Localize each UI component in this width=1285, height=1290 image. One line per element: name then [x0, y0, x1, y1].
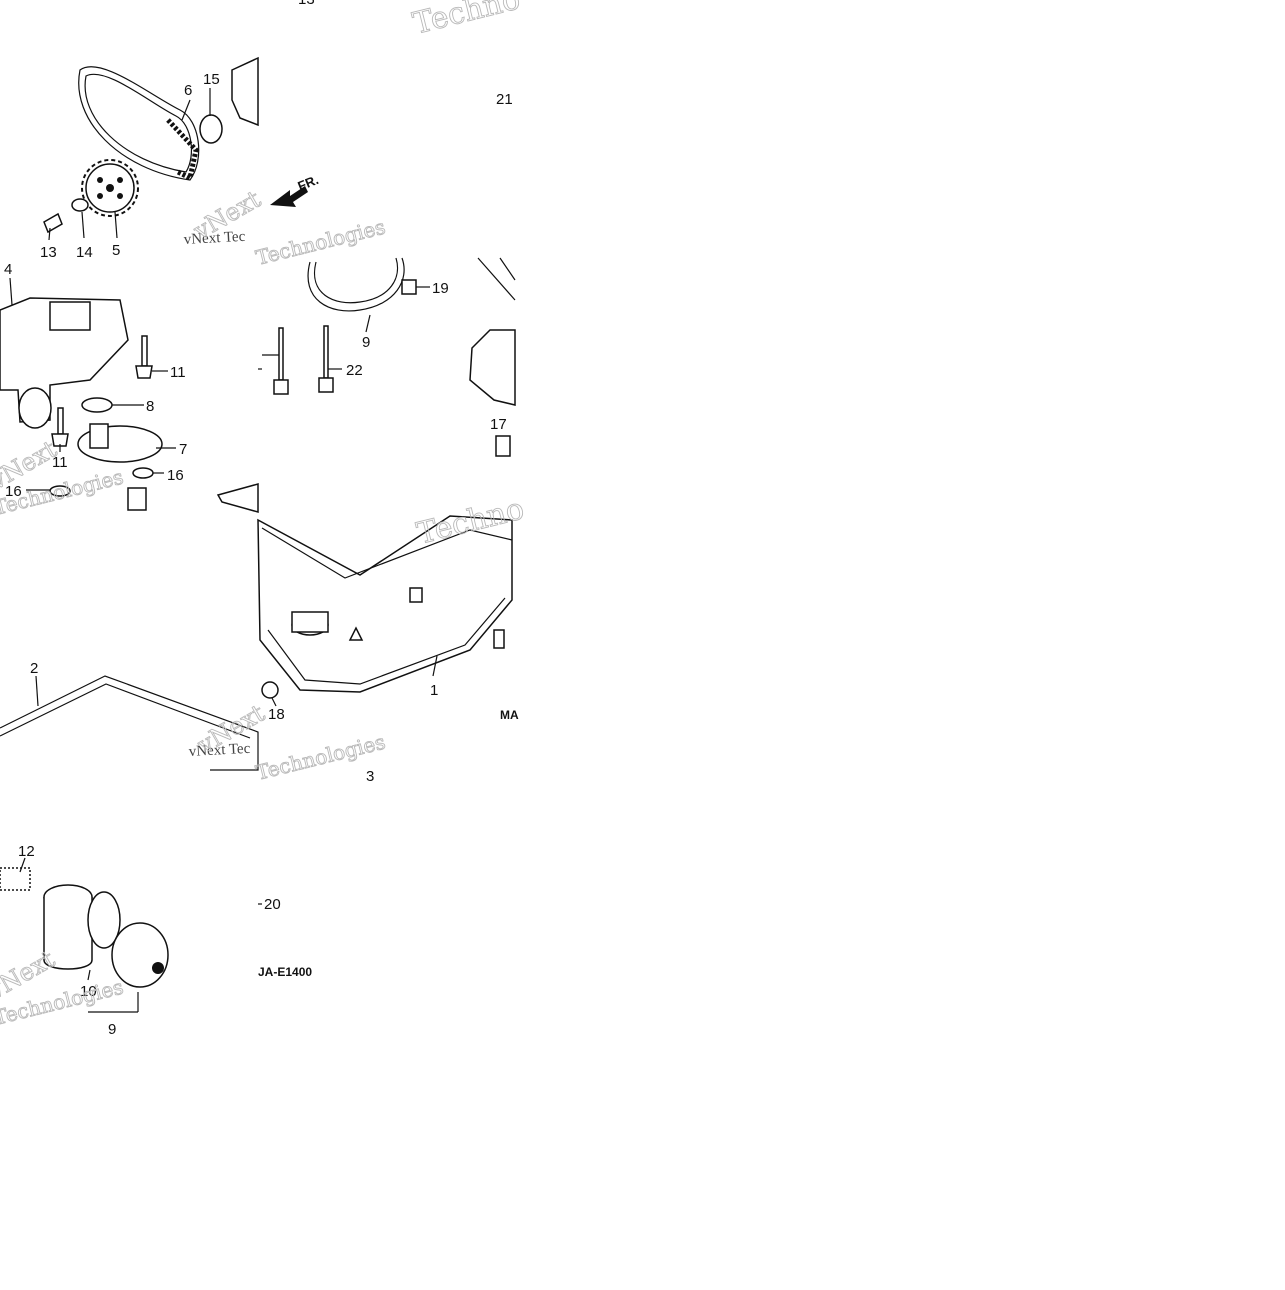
callout-8: 8	[146, 398, 154, 415]
callout-21: 21	[496, 91, 513, 108]
oil-pan-gasket-group	[0, 675, 259, 771]
callout-15: 15	[203, 71, 220, 88]
oil-pan-group	[216, 483, 513, 707]
callout-4: 4	[4, 261, 12, 278]
bolt-and-gasket-group	[262, 257, 516, 457]
callout-9-filter: 9	[108, 1021, 116, 1038]
callout-16-left: 16	[5, 483, 22, 500]
oil-filter-group	[0, 857, 169, 1013]
oil-pump-group	[0, 277, 176, 511]
diagram-code-b: MA	[500, 708, 519, 722]
callout-22: 22	[346, 362, 363, 379]
watermark-techno-top: Techno	[409, 0, 523, 42]
callout-5: 5	[112, 242, 120, 259]
callout-2: 2	[30, 660, 38, 677]
callout-labels: 13 6 15 21 13 14 5 4 11 8 7 11 16 16 19 …	[4, 0, 513, 1038]
callout-7: 7	[179, 441, 187, 458]
callout-11-upper: 11	[170, 364, 186, 381]
callout-16-right: 16	[167, 467, 184, 484]
watermarks: Techno Techno vNext Tec vNext Tec vNext …	[0, 0, 528, 1030]
callout-10: 10	[80, 983, 97, 1000]
watermark-vnext-tec-bottom: vNext Tec	[188, 741, 251, 760]
callout-3: 3	[366, 768, 374, 785]
callout-1: 1	[430, 682, 438, 699]
callout-18: 18	[268, 706, 285, 723]
callout-9-gasket: 9	[362, 334, 370, 351]
callout-12: 12	[18, 843, 35, 860]
watermark-vnext-tec-top: vNext Tec	[183, 229, 246, 248]
callout-13-top: 13	[298, 0, 315, 8]
front-direction-label: FR.	[296, 172, 321, 194]
watermark-tech-3: Technologies	[253, 215, 387, 270]
callout-20: 20	[264, 896, 281, 913]
cam-chain-drive-group	[43, 56, 308, 241]
diagram-code-a: JA-E1400	[258, 965, 312, 979]
callout-19: 19	[432, 280, 449, 297]
callout-13: 13	[40, 244, 57, 261]
callout-17: 17	[490, 416, 507, 433]
callout-6: 6	[184, 82, 192, 99]
callout-14: 14	[76, 244, 93, 261]
callout-11-lower: 11	[52, 454, 68, 471]
